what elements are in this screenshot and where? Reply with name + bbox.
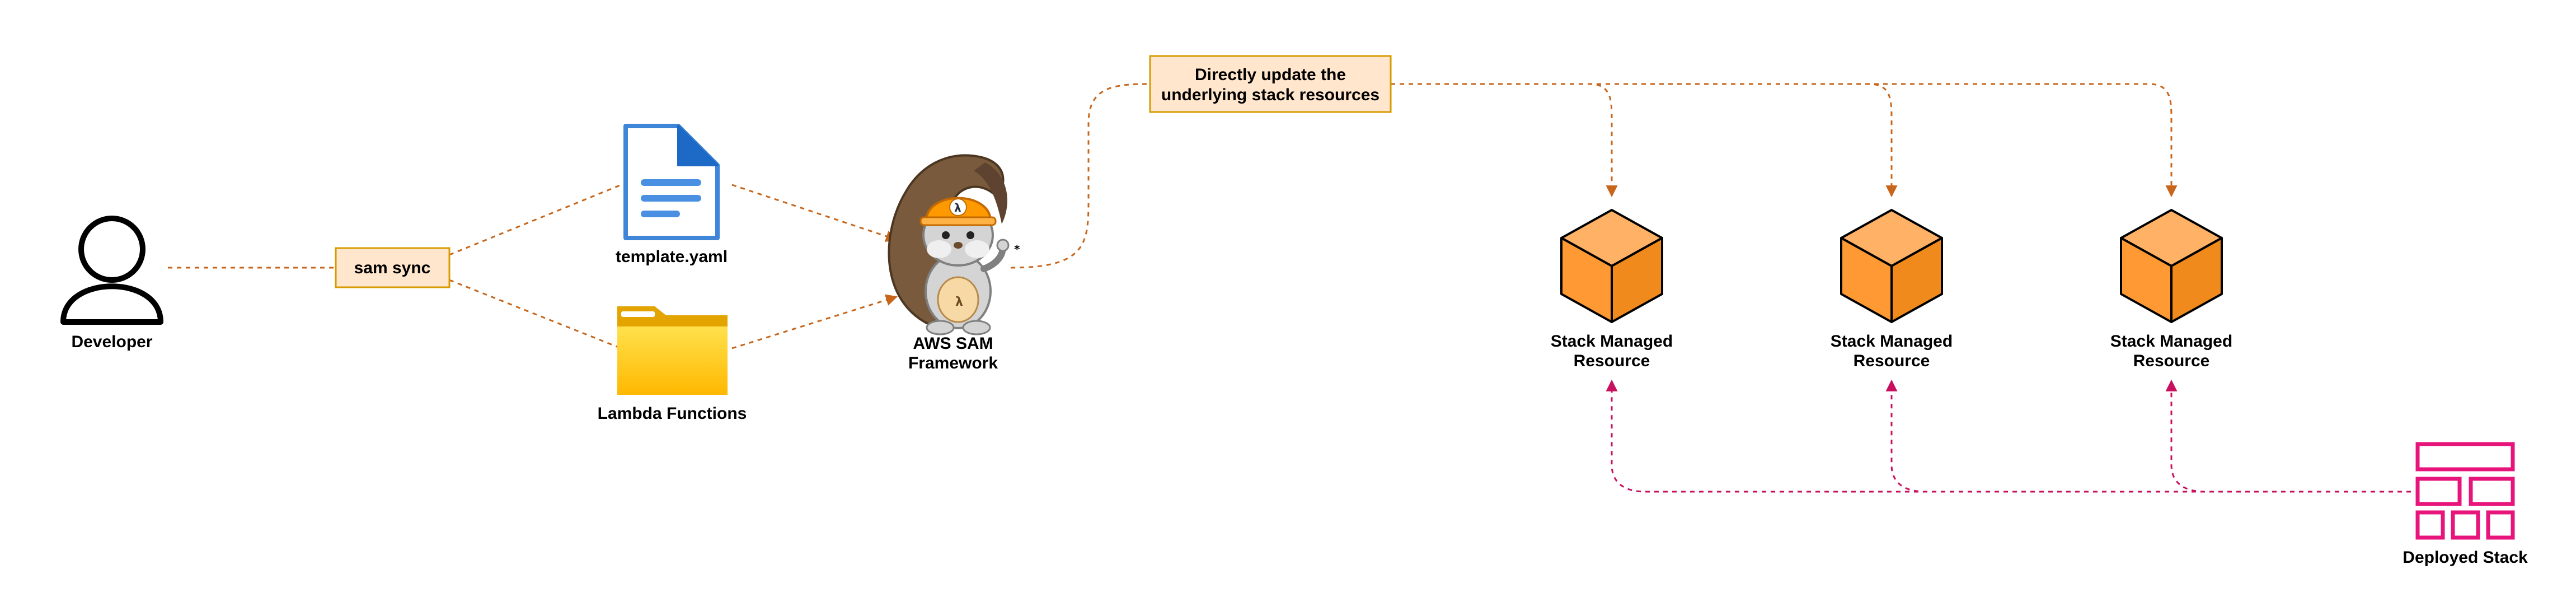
lambda-node[interactable]: Lambda Functions	[598, 306, 747, 423]
user-icon	[60, 216, 163, 325]
resource-3-label-line2: Resource	[2133, 352, 2210, 370]
svg-text:λ: λ	[954, 201, 961, 214]
stack-resource-2[interactable]: Stack Managed Resource	[1831, 209, 1953, 370]
cube-icon	[1840, 209, 1943, 323]
sam-framework-label-line1: AWS SAM	[913, 334, 993, 353]
connector-note-resource-3	[1391, 83, 2178, 198]
update-note-line2: underlying stack resources	[1161, 86, 1380, 104]
connector-stack-resource-2	[1885, 379, 2411, 493]
template-node[interactable]: template.yaml	[616, 124, 728, 266]
connector-stack-resource-1	[1606, 379, 2411, 493]
connectors	[168, 83, 2411, 493]
document-icon	[623, 124, 720, 240]
deployed-stack-node[interactable]: Deployed Stack	[2403, 442, 2528, 567]
deployed-stack-label: Deployed Stack	[2403, 548, 2528, 567]
sam-sync-label: sam sync	[354, 259, 431, 277]
update-note-line1: Directly update the	[1195, 66, 1346, 84]
lambda-label: Lambda Functions	[598, 404, 747, 423]
resource-3-label-line1: Stack Managed	[2110, 332, 2232, 351]
resource-2-label-line2: Resource	[1854, 352, 1930, 370]
cube-icon	[2120, 209, 2223, 323]
sam-squirrel-icon: λ * λ	[888, 154, 1020, 335]
stack-resource-1[interactable]: Stack Managed Resource	[1551, 209, 1673, 370]
sam-sync-box[interactable]: sam sync	[335, 247, 451, 288]
svg-text:*: *	[1014, 242, 1020, 256]
svg-text:λ: λ	[955, 295, 963, 309]
stack-resource-3[interactable]: Stack Managed Resource	[2110, 209, 2232, 370]
connector-samsync-template	[449, 184, 622, 256]
sam-framework-label-line2: Framework	[908, 354, 998, 372]
stack-icon	[2415, 442, 2515, 540]
folder-icon	[617, 306, 728, 395]
connector-note-resource-1	[1391, 83, 1618, 198]
connector-samsync-lambda	[449, 279, 622, 349]
connector-stack-resource-3	[2165, 379, 2411, 493]
connector-note-resource-2	[1391, 83, 1898, 198]
resource-2-label-line1: Stack Managed	[1831, 332, 1953, 351]
connector-sam-note	[1010, 83, 1151, 269]
connector-lambda-sam	[731, 294, 898, 349]
template-label: template.yaml	[616, 248, 728, 266]
sam-framework-node[interactable]: λ * λ AWS SAM Framework	[888, 154, 1020, 373]
resource-1-label-line1: Stack Managed	[1551, 332, 1673, 351]
update-note-box[interactable]: Directly update the underlying stack res…	[1149, 55, 1392, 113]
developer-node[interactable]: Developer	[60, 216, 163, 351]
developer-label: Developer	[71, 333, 152, 351]
resource-1-label-line2: Resource	[1574, 352, 1650, 370]
connector-template-sam	[731, 184, 898, 242]
cube-icon	[1560, 209, 1663, 323]
